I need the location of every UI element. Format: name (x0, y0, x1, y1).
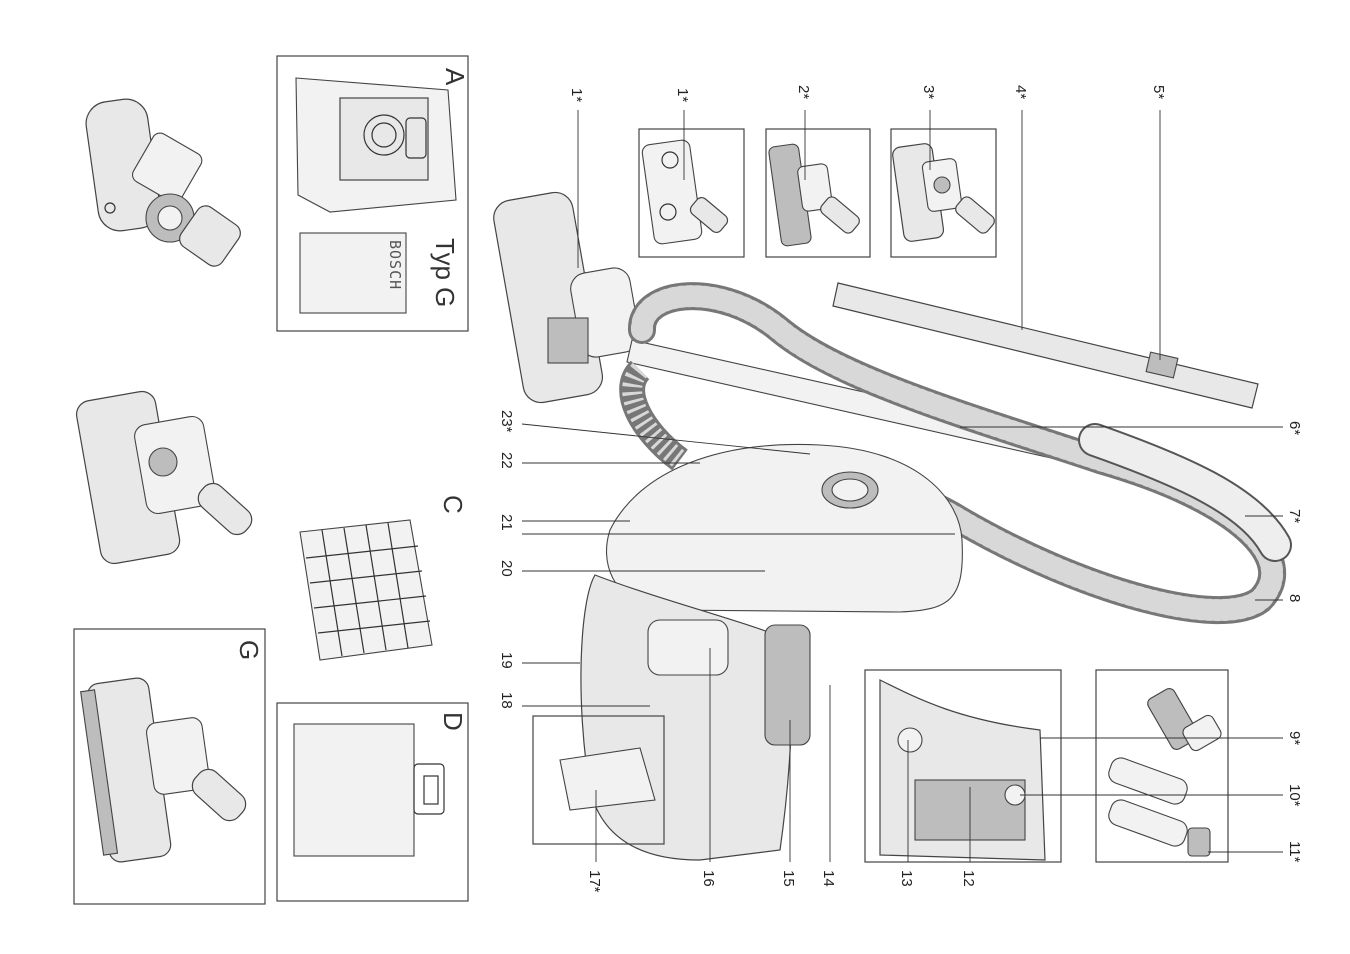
callout-15: 15 (780, 870, 797, 887)
nozzle-panel-3 (891, 129, 997, 257)
callout-5: 5* (1150, 85, 1167, 99)
callout-2: 2* (795, 85, 812, 99)
callout-19: 19 (498, 652, 515, 669)
floor-nozzle-illustration (74, 389, 256, 565)
callout-17: 17* (586, 870, 603, 893)
turbo-brush-illustration (83, 96, 244, 270)
callout-21: 21 (498, 514, 515, 531)
callout-23: 23* (498, 410, 515, 433)
callout-22: 22 (498, 452, 515, 469)
panel-c-filter: C (300, 495, 468, 660)
bag-brand-label: BOSCH (386, 240, 404, 290)
panel-d-letter: D (438, 712, 468, 731)
panel-d-filter: D (277, 703, 468, 901)
nozzle-panel-2 (766, 129, 870, 257)
callout-13: 13 (898, 870, 915, 887)
callout-9: 9* (1286, 731, 1303, 745)
callout-7: 7* (1286, 509, 1303, 523)
callout-10: 10* (1286, 784, 1303, 807)
callout-1-b: 1* (674, 88, 691, 102)
bag-type-label: Typ G (430, 238, 460, 307)
callout-1-a: 1* (568, 88, 585, 102)
nozzle-panel-1 (639, 129, 744, 257)
callout-3: 3* (920, 85, 937, 99)
inset-panel-small-tools (1096, 670, 1228, 862)
callout-11: 11* (1286, 841, 1303, 863)
panel-c-letter: C (438, 495, 468, 514)
callout-4: 4* (1012, 85, 1029, 99)
callout-12: 12 (960, 870, 977, 887)
panel-a-dust-bag: A BOSCH Typ G (277, 56, 470, 331)
panel-g-nozzle: G (74, 629, 265, 904)
inset-panel-cord (865, 670, 1061, 862)
panel-g-letter: G (234, 640, 264, 660)
callout-8: 8 (1286, 594, 1303, 602)
callout-16: 16 (700, 870, 717, 887)
callout-6: 6* (1286, 421, 1303, 435)
callout-14: 14 (820, 870, 837, 887)
panel-a-letter: A (440, 68, 470, 86)
callout-18: 18 (498, 692, 515, 709)
callout-20: 20 (498, 560, 515, 577)
